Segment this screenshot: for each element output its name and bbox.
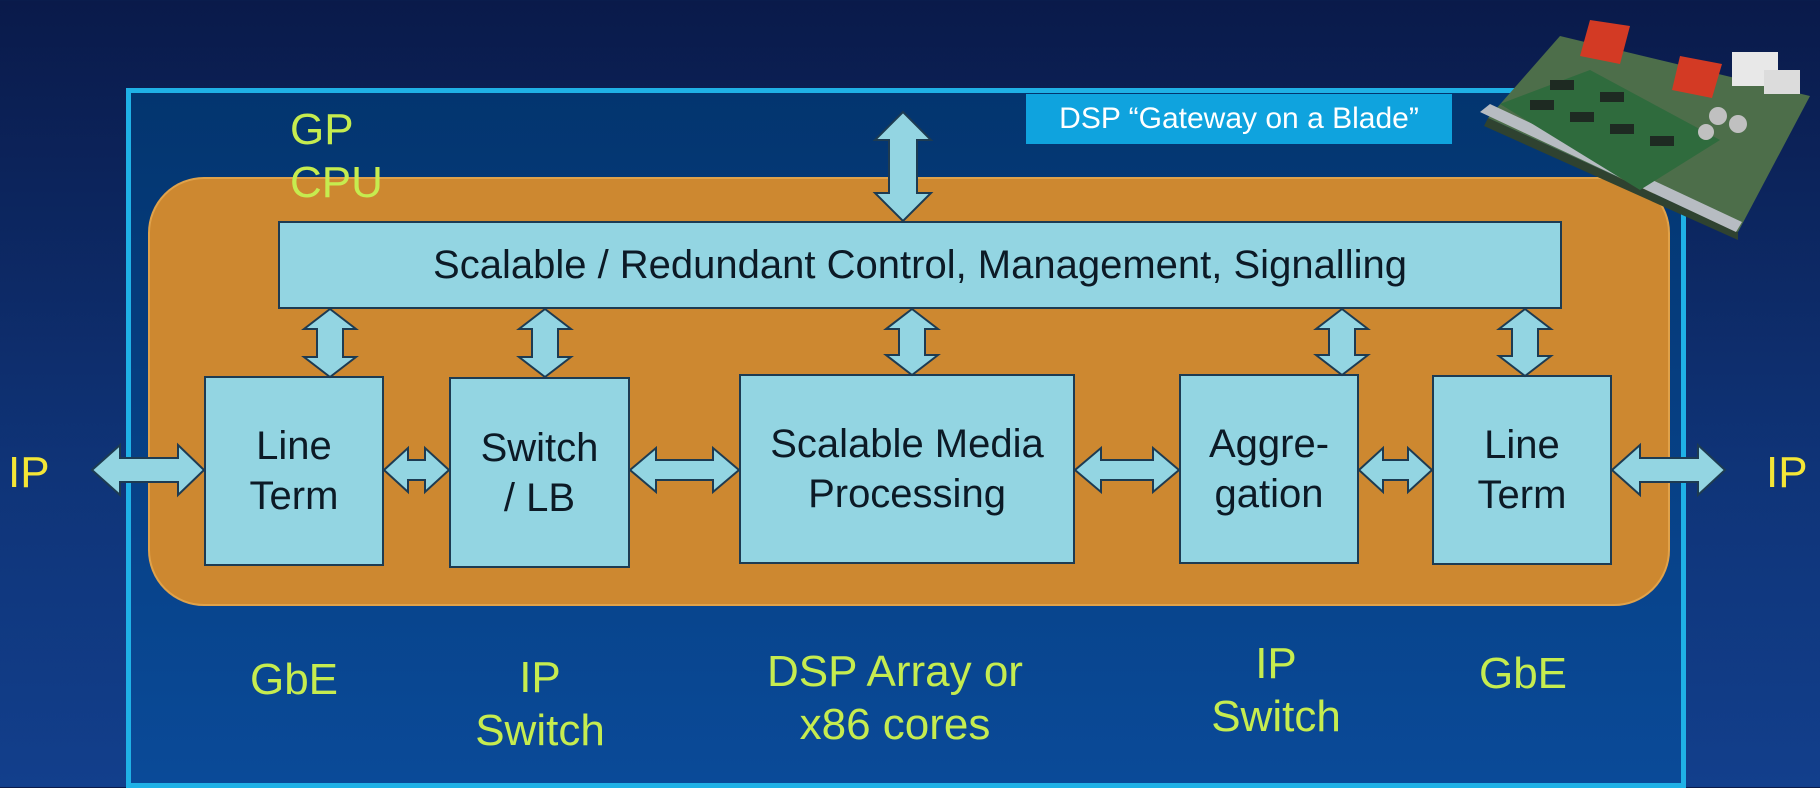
line-term-right-box: Line Term xyxy=(1432,375,1612,565)
ip-right-label: IP xyxy=(1766,448,1808,497)
dsp-gateway-tag: DSP “Gateway on a Blade” xyxy=(1026,94,1452,144)
double-arrow-icon xyxy=(516,307,574,379)
ip-left-label: IP xyxy=(8,448,50,497)
gp-cpu-label: GP CPU xyxy=(290,105,383,207)
double-arrow-icon xyxy=(382,445,451,495)
double-arrow-icon xyxy=(628,445,741,495)
switch-lb-box: Switch / LB xyxy=(449,377,630,568)
media-processing-box: Scalable Media Processing xyxy=(739,374,1075,564)
double-arrow-icon xyxy=(90,442,206,498)
double-arrow-icon xyxy=(1073,445,1181,495)
dsp-array-label: DSP Array or x86 cores xyxy=(767,647,1023,749)
gbe-right-label: GbE xyxy=(1478,649,1568,698)
double-arrow-icon xyxy=(872,110,934,223)
line-term-left-box: Line Term xyxy=(204,376,384,566)
control-management-signalling-box: Scalable / Redundant Control, Management… xyxy=(278,221,1562,309)
ip-switch-left-label: IP Switch xyxy=(475,653,605,755)
gbe-left-label: GbE xyxy=(249,655,339,704)
double-arrow-icon xyxy=(1357,445,1434,495)
double-arrow-icon xyxy=(301,307,359,379)
double-arrow-icon xyxy=(1496,307,1554,378)
double-arrow-icon xyxy=(1313,307,1371,377)
double-arrow-icon xyxy=(1610,442,1727,498)
double-arrow-icon xyxy=(883,307,941,377)
blade-board-image xyxy=(1480,20,1810,240)
ip-switch-right-label: IP Switch xyxy=(1211,639,1341,741)
aggregation-box: Aggre- gation xyxy=(1179,374,1359,564)
